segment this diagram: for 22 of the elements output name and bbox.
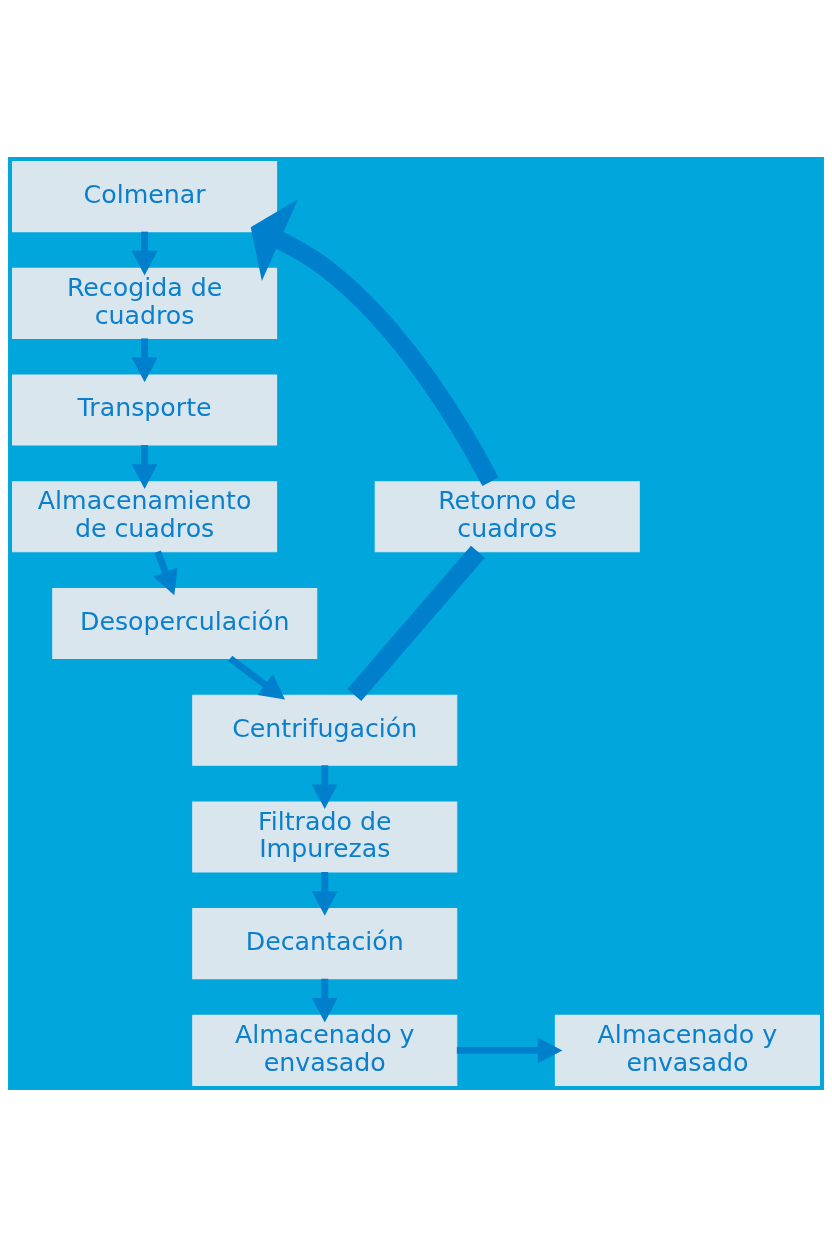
node-box: Recogida de cuadros (12, 267, 278, 339)
node-box: Almacenado y envasado (192, 1014, 458, 1086)
arrow (311, 978, 338, 1023)
arrow (456, 1037, 563, 1063)
arrow (228, 655, 285, 699)
arrow (131, 337, 158, 382)
node-box: Almacenado y envasado (554, 1014, 820, 1086)
node-box: Almacenamiento de cuadros (12, 480, 278, 552)
node-box: Centrifugación (192, 694, 458, 766)
node-box: Transporte (12, 373, 278, 446)
node-box: Decantación (192, 907, 458, 979)
connector (347, 545, 485, 701)
arrow (131, 444, 158, 489)
arrow (153, 550, 178, 595)
arrow (250, 198, 499, 486)
arrow (131, 231, 158, 275)
node-box: Colmenar (12, 160, 278, 232)
node-box: Filtrado de Impurezas (192, 800, 458, 873)
arrow (311, 871, 338, 916)
node-box: Desoperculación (52, 587, 318, 659)
node-box: Retorno de cuadros (374, 480, 640, 552)
arrow (311, 764, 338, 809)
